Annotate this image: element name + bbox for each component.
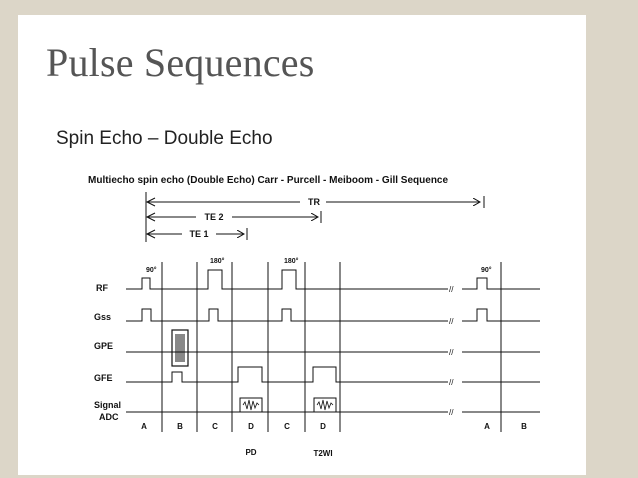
gss-baseline	[126, 308, 540, 322]
slide: Pulse Sequences Spin Echo – Double Echo	[18, 15, 586, 475]
break-mark-gss: //	[449, 317, 454, 326]
segment-label-b-2: B	[521, 422, 527, 431]
row-label-gpe: GPE	[94, 341, 113, 351]
break-mark-signal: //	[449, 408, 454, 417]
rf-180-label-1: 180°	[210, 257, 225, 265]
te1-label: TE 1	[189, 229, 208, 239]
echo-label-pd: PD	[245, 448, 256, 457]
slide-title: Pulse Sequences	[46, 40, 315, 85]
echo-pd	[239, 397, 263, 413]
row-label-gss: Gss	[94, 312, 111, 322]
rf-baseline	[126, 269, 540, 290]
break-mark-gfe: //	[449, 378, 454, 387]
row-label-gfe: GFE	[94, 373, 113, 383]
te2-arrowhead-left	[145, 212, 156, 222]
te2-label: TE 2	[204, 212, 223, 222]
echo-label-t2wi: T2WI	[313, 449, 332, 458]
break-mark-rf: //	[449, 285, 454, 294]
segment-label-d-2: D	[320, 422, 326, 431]
tr-arrowhead-left	[145, 197, 156, 207]
te1-arrowhead-left	[145, 229, 156, 239]
break-mark-gpe: //	[449, 348, 454, 357]
segment-dividers	[161, 262, 502, 432]
rf-90-label-2: 90°	[481, 266, 492, 274]
diagram-caption: Multiecho spin echo (Double Echo) Carr -…	[88, 175, 448, 186]
gfe-baseline	[126, 366, 540, 383]
row-label-rf: RF	[96, 283, 108, 293]
rf-180-label-2: 180°	[284, 257, 299, 265]
timing-arrows	[145, 192, 485, 242]
segment-label-b: B	[177, 422, 183, 431]
segment-label-d: D	[248, 422, 254, 431]
segment-label-a: A	[141, 422, 147, 431]
tr-label: TR	[308, 197, 320, 207]
segment-label-c-2: C	[284, 422, 290, 431]
slide-subtitle: Spin Echo – Double Echo	[56, 128, 273, 149]
row-label-signal: Signal	[94, 400, 121, 410]
segment-label-a-2: A	[484, 422, 490, 431]
phase-encode-table	[171, 329, 189, 367]
row-label-adc: ADC	[99, 412, 119, 422]
rf-90-label: 90°	[146, 266, 157, 274]
segment-label-c: C	[212, 422, 218, 431]
echo-t2wi	[313, 397, 337, 413]
